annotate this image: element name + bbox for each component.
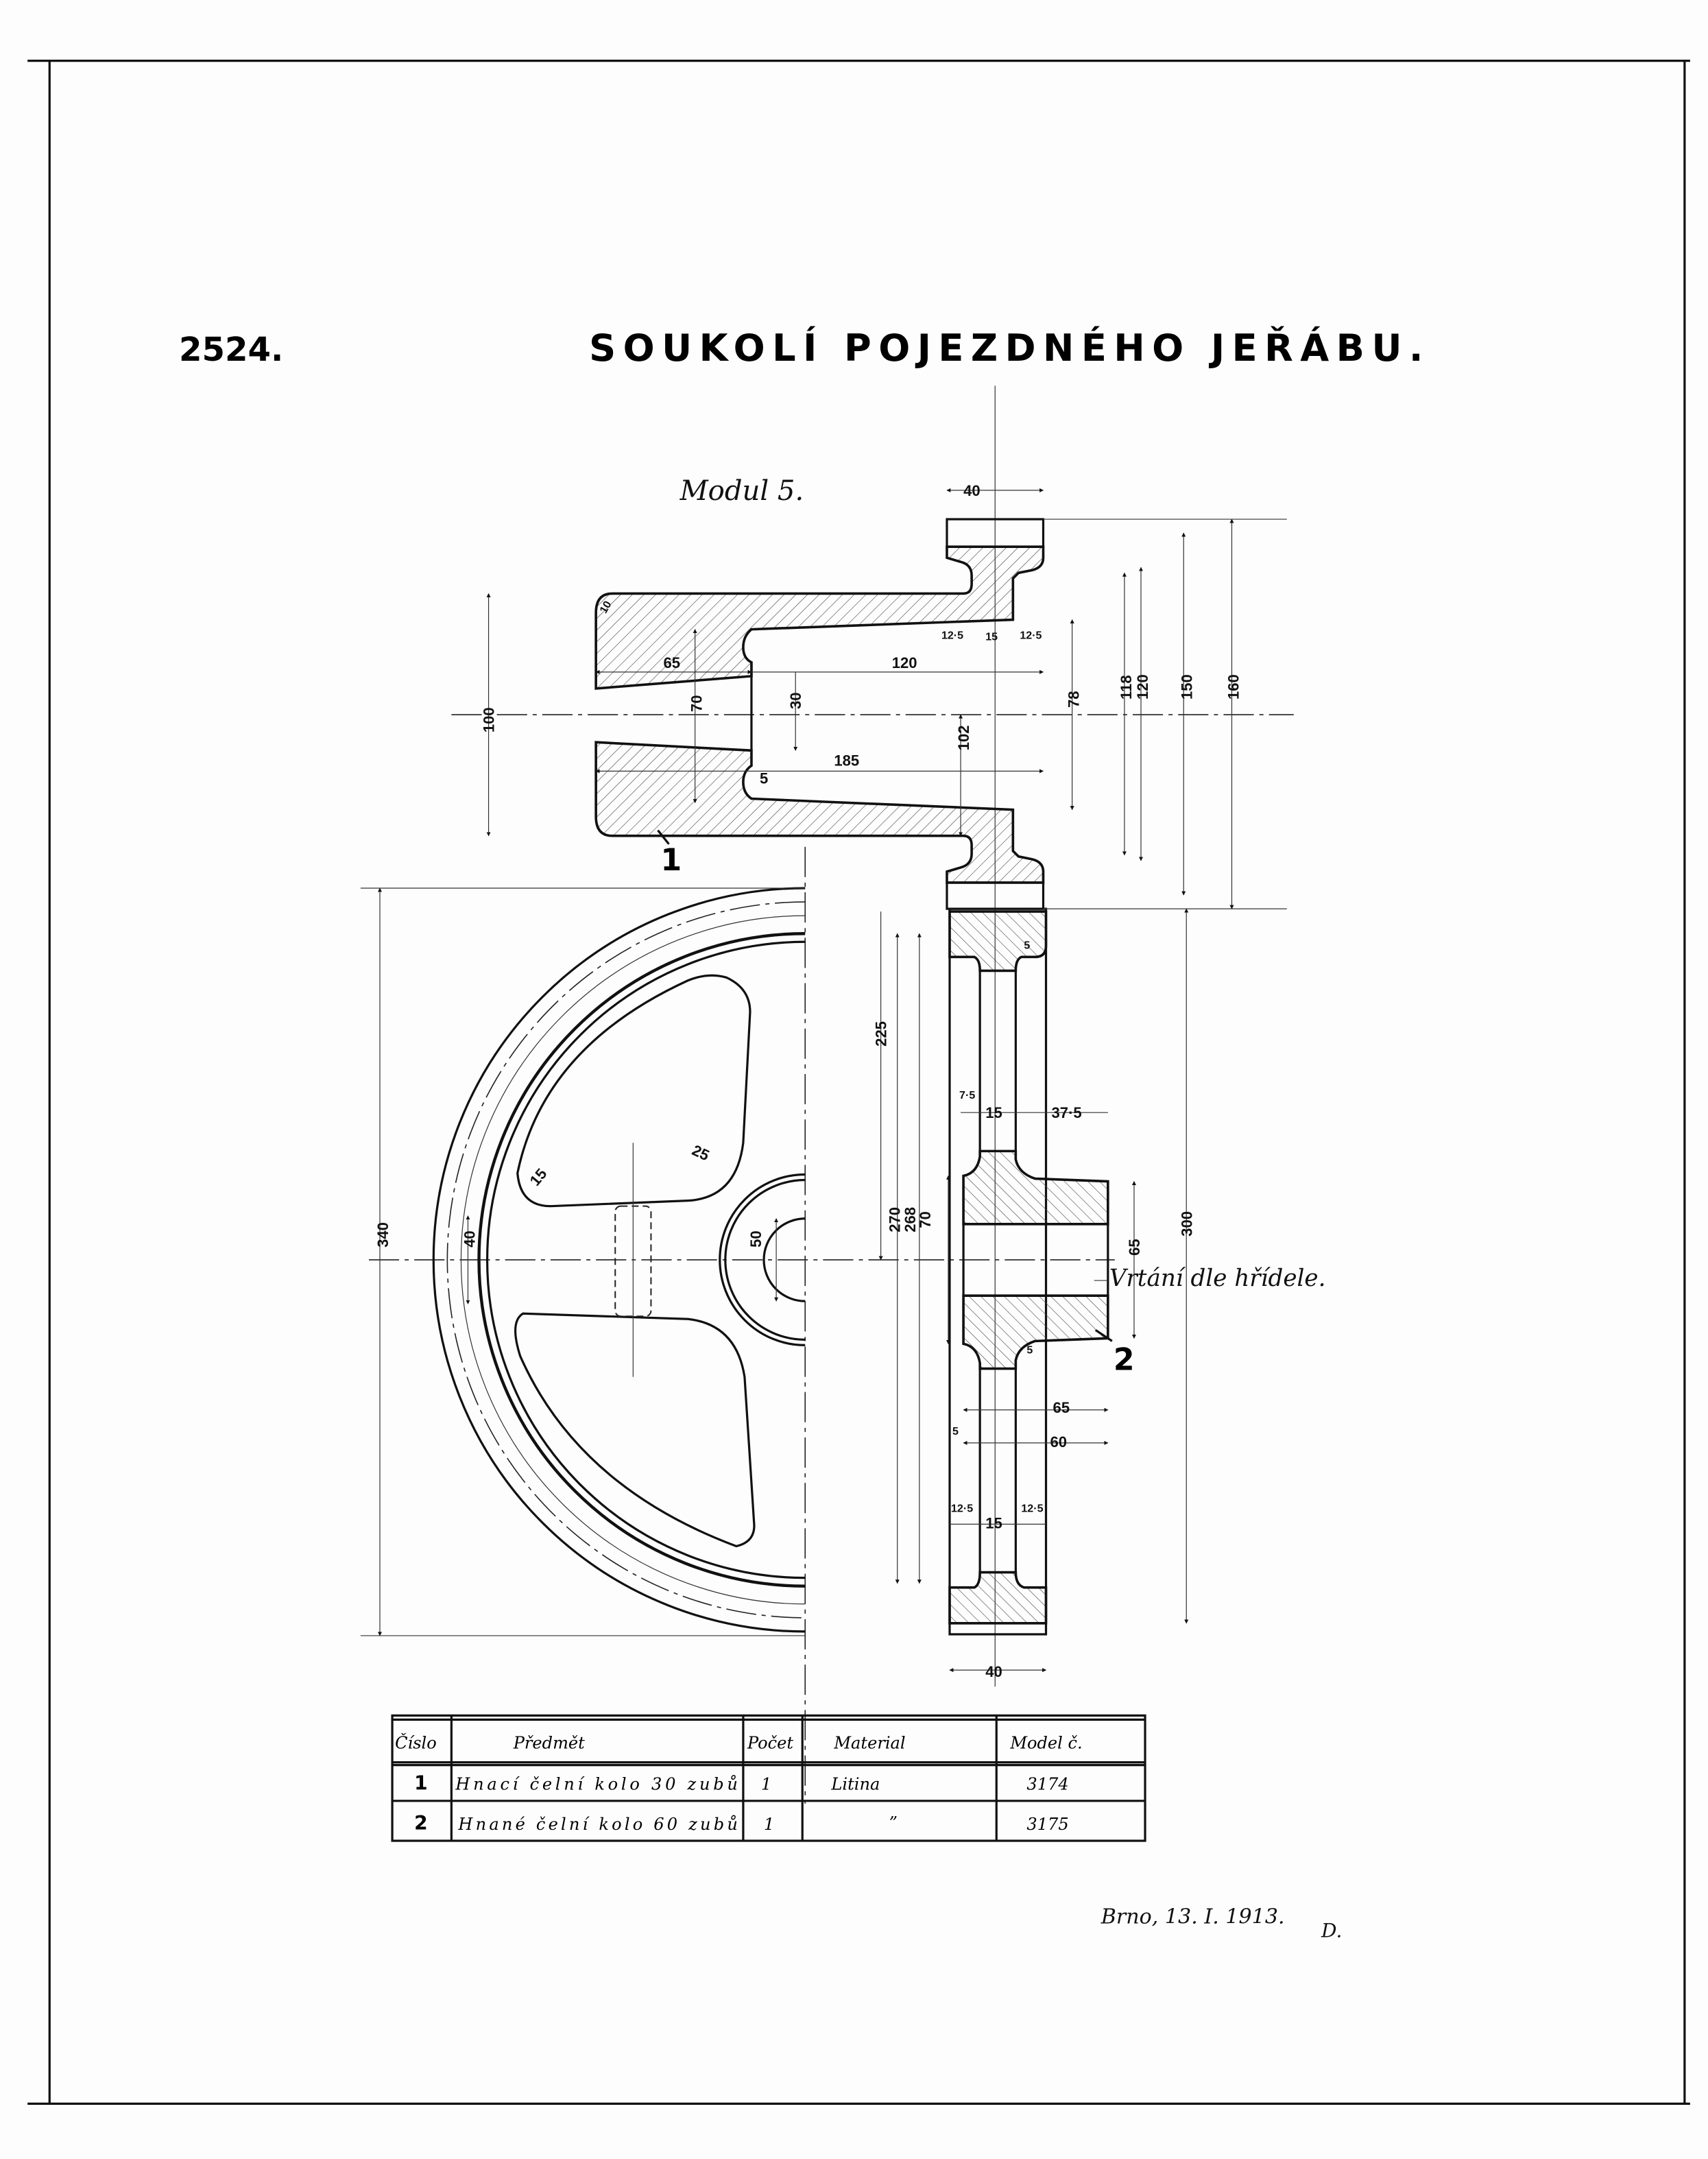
dim-label: 5 — [1026, 1344, 1033, 1356]
dim-label: 65 — [663, 654, 680, 671]
drawing-title: SOUKOLÍ POJEZDNÉHO JEŘÁBU. — [589, 326, 1423, 370]
table-header: Číslo — [395, 1733, 437, 1753]
dim-label: 120 — [892, 654, 917, 671]
table-header: Předmět — [513, 1734, 585, 1753]
table-header: Model č. — [1009, 1734, 1082, 1753]
drawing-number: 2524. — [179, 331, 283, 369]
dim-label: 118 — [1118, 675, 1135, 700]
bore-note: Vrtání dle hřídele. — [1109, 1265, 1326, 1292]
table-header: Material — [833, 1734, 905, 1753]
dim-label: 50 — [747, 1230, 765, 1248]
dim-label: 15 — [985, 631, 998, 643]
dim-label: 15 — [527, 1165, 551, 1189]
dim-label: 40 — [963, 482, 981, 499]
part1-pinion-section — [594, 518, 1045, 910]
table-cell: Hnací čelní kolo 30 zubů — [455, 1775, 737, 1794]
dimension-lines — [360, 488, 1287, 1673]
dim-label: 78 — [1066, 691, 1083, 708]
dimension-labels: 40 10 65 120 185 70 30 5 100 102 12·5 15… — [374, 482, 1242, 1680]
dim-label: 120 — [1134, 674, 1151, 700]
dim-label: 5 — [952, 1425, 959, 1438]
dim-label: 150 — [1178, 674, 1195, 700]
part2-gear-section — [948, 907, 1109, 1636]
table-cell: Litina — [830, 1775, 880, 1794]
dim-label: 160 — [1225, 674, 1242, 700]
dim-label: 268 — [902, 1207, 919, 1232]
part-number-2: 2 — [1114, 1343, 1135, 1378]
dim-label: 15 — [985, 1104, 1002, 1121]
dim-label: 60 — [1050, 1433, 1068, 1451]
part1-leader — [657, 829, 670, 845]
dim-label: 40 — [461, 1230, 479, 1248]
gear-front-view — [432, 887, 806, 1633]
dim-label: 102 — [955, 725, 972, 750]
table-cell: 3175 — [1026, 1815, 1068, 1834]
table-cell: Hnané čelní kolo 60 zubů — [457, 1815, 737, 1834]
dim-label: 225 — [873, 1021, 890, 1047]
part2-leader — [1094, 1328, 1113, 1342]
table-cell: ” — [889, 1813, 898, 1833]
table-cell: 1 — [761, 1775, 771, 1794]
draftsman-initial: D. — [1321, 1920, 1342, 1942]
dim-label: 70 — [688, 695, 706, 713]
dim-label: 5 — [1024, 939, 1030, 951]
dim-label: 12·5 — [1020, 630, 1042, 642]
dim-label: 65 — [1126, 1239, 1143, 1256]
dim-label: 25 — [690, 1141, 712, 1164]
dim-label: 12·5 — [1021, 1502, 1043, 1514]
part-number-1: 1 — [660, 843, 682, 878]
dim-label: 100 — [481, 707, 498, 732]
dim-label: 12·5 — [951, 1502, 973, 1514]
dim-label: 15 — [985, 1514, 1002, 1531]
dim-label: 5 — [760, 770, 768, 787]
table-row: 2 Hnané čelní kolo 60 zubů 1 ” 3175 — [414, 1812, 1069, 1835]
dim-label: 12·5 — [941, 630, 963, 642]
dim-label: 65 — [1053, 1399, 1070, 1416]
parts-table: Číslo Předmět Počet Material Model č. 1 … — [391, 1714, 1146, 1842]
sheet-frame — [27, 60, 1690, 2106]
table-header: Počet — [747, 1734, 793, 1753]
table-cell: 2 — [414, 1812, 428, 1835]
dim-label: 185 — [834, 752, 859, 769]
module-note: Modul 5. — [679, 475, 804, 507]
table-cell: 1 — [764, 1815, 774, 1834]
dim-label: 37·5 — [1052, 1104, 1082, 1121]
dim-label: 7·5 — [959, 1089, 975, 1101]
dim-label: 340 — [374, 1222, 392, 1248]
table-cell: 1 — [414, 1772, 428, 1795]
table-cell: 3174 — [1026, 1775, 1068, 1794]
dim-label: 30 — [787, 693, 804, 710]
dim-label: 270 — [887, 1207, 904, 1232]
dim-label: 300 — [1178, 1211, 1195, 1237]
dim-label: 40 — [985, 1663, 1002, 1680]
dim-label: 70 — [917, 1211, 934, 1228]
place-date: Brno, 13. I. 1913. — [1100, 1905, 1285, 1929]
table-row: 1 Hnací čelní kolo 30 zubů 1 Litina 3174 — [414, 1772, 1069, 1795]
